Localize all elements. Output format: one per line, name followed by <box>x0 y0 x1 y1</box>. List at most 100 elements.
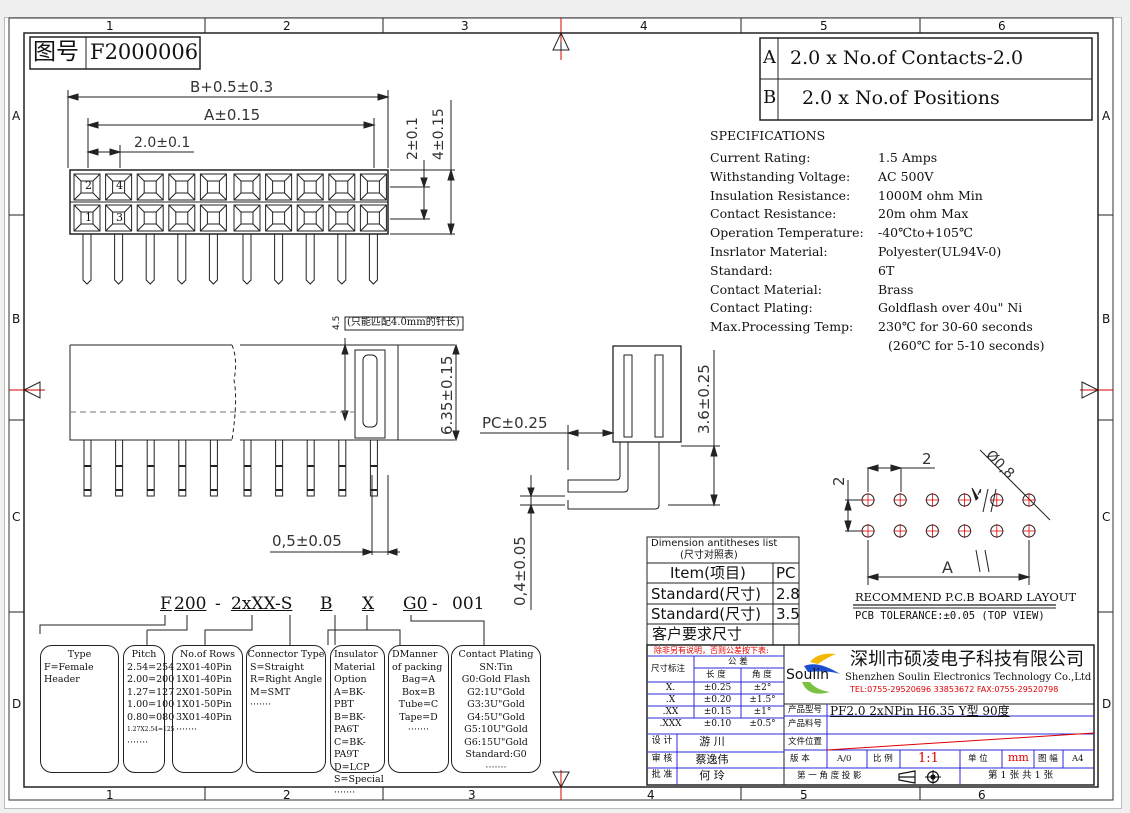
dim-span: A±0.15 <box>204 106 261 124</box>
pin-lead-side <box>146 439 155 497</box>
tolerance-cell: ±0.15 <box>703 707 732 717</box>
pin-lead-side <box>115 439 124 497</box>
row-label-b-right: B <box>1102 312 1111 326</box>
pcb-span: A <box>942 558 953 577</box>
pin-lead-side <box>369 439 378 497</box>
option-box-line: ······· <box>407 724 430 735</box>
projection-label: 第 一 角 度 投 影 <box>797 771 862 781</box>
spec-label: Operation Temperature: <box>710 225 864 241</box>
col-label-1: 1 <box>106 19 114 33</box>
option-box-line: 1X01-50Pin <box>176 699 232 710</box>
tolerance-cell: ±0.5° <box>749 719 776 729</box>
dim-table-header-item: Item(项目) <box>670 564 746 582</box>
contact-hole <box>206 180 220 194</box>
dim-table-title: Dimension antitheses list <box>651 538 778 549</box>
spec-row: Contact Resistance:20m ohm Max <box>710 206 968 221</box>
contact-cell <box>265 204 293 232</box>
formula-a-key: A <box>763 47 776 68</box>
option-box-line: M=SMT <box>250 686 291 698</box>
dim-table-row-2-item: Standard(尺寸) <box>651 605 761 623</box>
size-value: A4 <box>1072 754 1084 764</box>
option-box-line: Tape=D <box>399 711 438 723</box>
spec-value: 1.5 Amps <box>878 150 938 165</box>
contact-cell <box>233 173 261 201</box>
contact-hole <box>303 180 317 194</box>
pin-lead <box>145 234 155 285</box>
contact-chamfer <box>328 173 356 201</box>
contact-chamfer <box>73 204 101 232</box>
option-box-line: 2X01-50Pin <box>176 686 232 698</box>
pin-lead-side <box>306 439 315 497</box>
pin-number-3: 3 <box>116 211 123 224</box>
option-box-line: 1.27=127 <box>127 686 175 698</box>
unit-label: 单 位 <box>968 754 988 764</box>
spec-row: Insulation Resistance:1000M ohm Min <box>710 188 983 203</box>
option-box-line: S=Straight <box>250 661 305 673</box>
dim-table-row-1-item: Standard(尺寸) <box>651 585 761 603</box>
option-box-line: ······· <box>127 736 149 748</box>
spec-label: Standard: <box>710 262 773 278</box>
spec-row: Withstanding Voltage: AC 500V <box>710 169 933 184</box>
dim-body-height: 6.35±0.15 <box>438 355 456 435</box>
spec-row: Contact Material:Brass <box>710 282 913 297</box>
tolerance-cell: .XX <box>662 707 679 717</box>
sheet-count: 第 1 张 共 1 张 <box>988 770 1054 781</box>
signature-role: 设 计 <box>651 736 673 746</box>
dim-pc: PC±0.25 <box>482 414 548 432</box>
contact-cell <box>136 204 164 232</box>
signature-name: 何 玲 <box>699 769 725 782</box>
pcb-hole-center <box>925 493 940 507</box>
option-box-line: 1.00=100 <box>127 699 175 710</box>
pin-length-note: (只能匹配4.0mm的针长) <box>347 317 460 328</box>
pin-number-2: 2 <box>85 179 92 192</box>
pcb-hole-center <box>1022 493 1036 507</box>
option-box-line: Tube=C <box>398 699 439 710</box>
col-label-bottom-6: 6 <box>978 788 986 802</box>
generated-marks <box>73 173 1036 538</box>
spec-label: Withstanding Voltage: <box>710 168 851 184</box>
row-label-b: B <box>12 312 21 326</box>
dim-table-header-pc: PC <box>776 564 796 582</box>
spec-value: 6T <box>878 262 895 278</box>
contact-chamfer <box>200 173 227 201</box>
spec-label: Contact Resistance: <box>710 206 837 222</box>
signature-name: 游 川 <box>699 735 725 748</box>
dim-table-row-3-item: 客户要求尺寸 <box>652 625 743 643</box>
tolerance-label: 公 差 <box>728 657 748 667</box>
contact-cell <box>199 173 227 201</box>
contact-hole <box>303 211 317 225</box>
contact-hole <box>175 211 189 225</box>
contact-hole <box>112 211 126 225</box>
option-box-line: C=BK-PA9T <box>334 736 366 761</box>
pcb-hole-center <box>861 493 875 507</box>
spec-row: (260℃ for 5-10 seconds) <box>888 338 1045 353</box>
pcb-pitch-y: 2 <box>830 476 848 486</box>
tolerance-col-label: 尺寸标注 <box>651 664 686 674</box>
option-box-line: G2:1U"Gold <box>467 686 525 698</box>
pin-lead-side <box>243 439 252 497</box>
contact-cell <box>359 204 387 232</box>
formula-b-key: B <box>763 87 777 108</box>
row-label-c-right: C <box>1102 510 1111 524</box>
option-box-line: 2.00=200 <box>127 674 175 685</box>
pcb-layout-title: RECOMMEND P.C.B BOARD LAYOUT <box>855 590 1077 604</box>
contact-chamfer <box>168 173 196 201</box>
version-label: 版 本 <box>790 754 810 764</box>
dim-row-pitch: 2±0.1 <box>405 117 421 160</box>
contact-hole <box>80 180 94 194</box>
contact-cell <box>328 204 356 232</box>
contact-chamfer <box>265 204 292 232</box>
tolerance-cell: X. <box>665 683 676 693</box>
option-box-line: B=BK-PA6T <box>334 711 366 736</box>
pcb-hole-center <box>861 524 875 538</box>
option-box-title: Pitch <box>131 649 157 660</box>
contact-cell <box>328 173 356 201</box>
contact-chamfer <box>265 173 292 201</box>
contact-chamfer <box>136 173 164 201</box>
tolerance-note: 除非另有说明，否则公差按下表: <box>654 646 769 655</box>
spec-value: AC 500V <box>878 168 934 184</box>
spec-label: Contact Material: <box>710 281 822 297</box>
spec-label: Max.Processing Temp: <box>710 319 854 335</box>
contact-chamfer <box>73 173 101 201</box>
